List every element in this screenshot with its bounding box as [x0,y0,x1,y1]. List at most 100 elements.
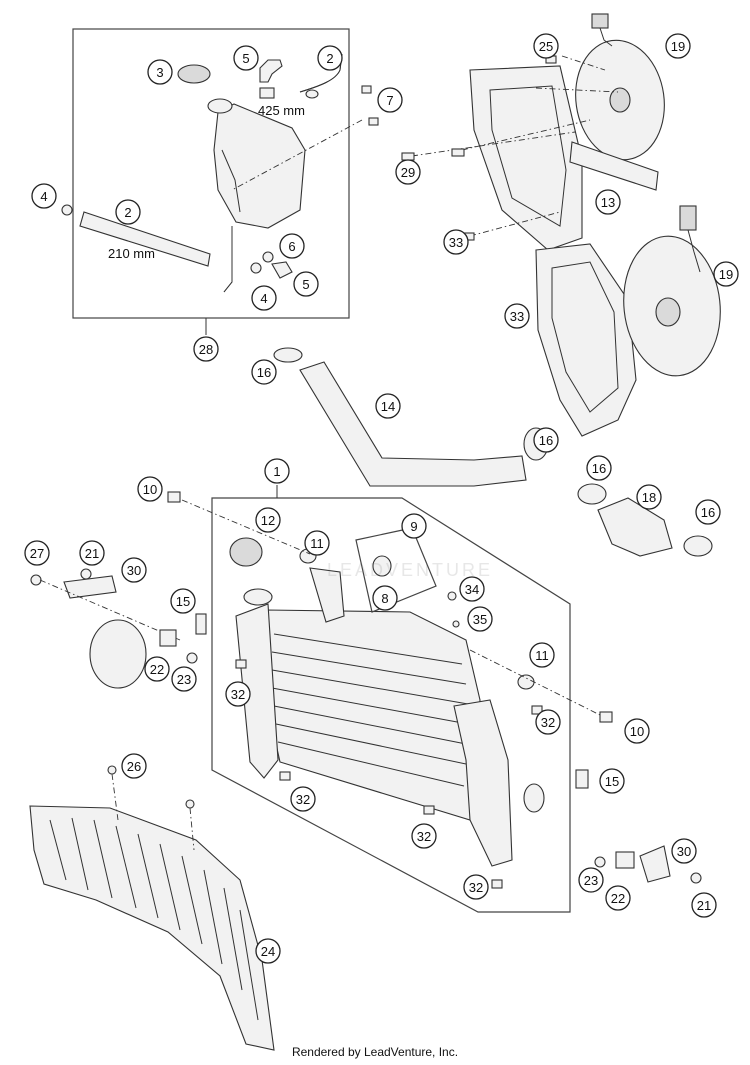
callout-label: 7 [386,93,393,108]
screw-29b [451,148,465,157]
screw-7b [368,117,379,126]
callout-32c: 32 [290,786,316,812]
callout-label: 16 [592,461,606,476]
bracket-30-left [63,575,117,599]
callout-circle [695,499,721,525]
cover-left [89,619,147,689]
callout-label: 15 [176,594,190,609]
bracket-30-right [639,845,671,883]
callout-circle [372,585,398,611]
nut-23-left [186,652,198,664]
callout-16a: 16 [251,359,277,385]
callout-1: 1 [264,458,290,484]
axis-33 [469,211,561,237]
callout-circle [395,159,421,185]
axis-29a [411,131,576,157]
callout-label: 33 [449,235,463,250]
callout-circle [411,823,437,849]
callout-circle [671,838,697,864]
callout-label: 32 [231,687,245,702]
radiator-louver-24 [29,805,275,1051]
callout-22a: 22 [144,656,170,682]
radiator-right-tank [453,699,513,867]
callout-circle [595,189,621,215]
callout-label: 19 [719,267,733,282]
callout-label: 4 [260,291,267,306]
bracket-13 [569,141,659,191]
radiator-filler-neck [243,588,273,606]
callout-33b: 33 [504,303,530,329]
callout-circle [586,455,612,481]
hose-18 [597,497,673,557]
callout-circle [578,867,604,893]
callout-circle [121,753,147,779]
callout-circle [293,271,319,297]
callout-12: 12 [255,507,281,533]
callout-circle [251,359,277,385]
sensor-frame-9 [355,527,437,613]
callout-circle [171,666,197,692]
callout-label: 22 [150,662,164,677]
callout-circle [147,59,173,85]
callout-label: 16 [257,365,271,380]
fan-shroud-lower [535,243,637,437]
callout-4a: 4 [31,183,57,209]
callout-15b: 15 [599,768,625,794]
callout-2a: 2 [317,45,343,71]
callout-label: 25 [539,39,553,54]
callout-circle [459,576,485,602]
callout-label: 16 [701,505,715,520]
axis-10-top [181,499,311,555]
clamp-16-top [273,347,303,363]
radiator-mount-bracket [309,567,345,623]
callout-19a: 19 [665,33,691,59]
callout-circle [279,233,305,259]
callout-circle [290,786,316,812]
fan-connector-lower [679,205,697,231]
callout-27: 27 [24,540,50,566]
washer-35 [452,620,460,628]
callout-circle [533,427,559,453]
callout-11a: 11 [304,530,330,556]
pad-15-right [575,769,589,789]
callout-2b: 2 [115,199,141,225]
callout-label: 9 [410,519,417,534]
callout-label: 32 [541,715,555,730]
callout-label: 22 [611,891,625,906]
callout-7: 7 [377,87,403,113]
callout-22b: 22 [605,885,631,911]
tank-group-frame [72,28,350,319]
louver-slats [49,817,259,1021]
elbow-fitting-top [259,59,283,83]
callout-circle [255,507,281,533]
callout-6: 6 [279,233,305,259]
callout-label: 5 [302,277,309,292]
callout-16c: 16 [586,455,612,481]
callout-16b: 16 [533,427,559,453]
screw-7a [361,85,372,94]
callout-23a: 23 [171,666,197,692]
temp-sensor-8 [372,555,392,577]
tank-detail [221,149,241,213]
callout-circle [375,393,401,419]
measure-425: 425 mm [258,103,305,118]
callout-circle [443,229,469,255]
grommet-11-right [517,674,535,690]
callout-circle [377,87,403,113]
callout-16d: 16 [695,499,721,525]
callout-14: 14 [375,393,401,419]
callout-circle [137,476,163,502]
callout-label: 18 [642,490,656,505]
callout-label: 32 [469,880,483,895]
callout-circle [691,892,717,918]
pad-15-left [195,613,207,635]
callout-label: 30 [127,563,141,578]
axis-left-mount [39,579,181,641]
callout-label: 23 [177,672,191,687]
callout-4b: 4 [251,285,277,311]
callout-label: 2 [124,205,131,220]
callout-circle [144,656,170,682]
callout-5b: 5 [293,271,319,297]
callout-5a: 5 [233,45,259,71]
measure-210: 210 mm [108,246,155,261]
